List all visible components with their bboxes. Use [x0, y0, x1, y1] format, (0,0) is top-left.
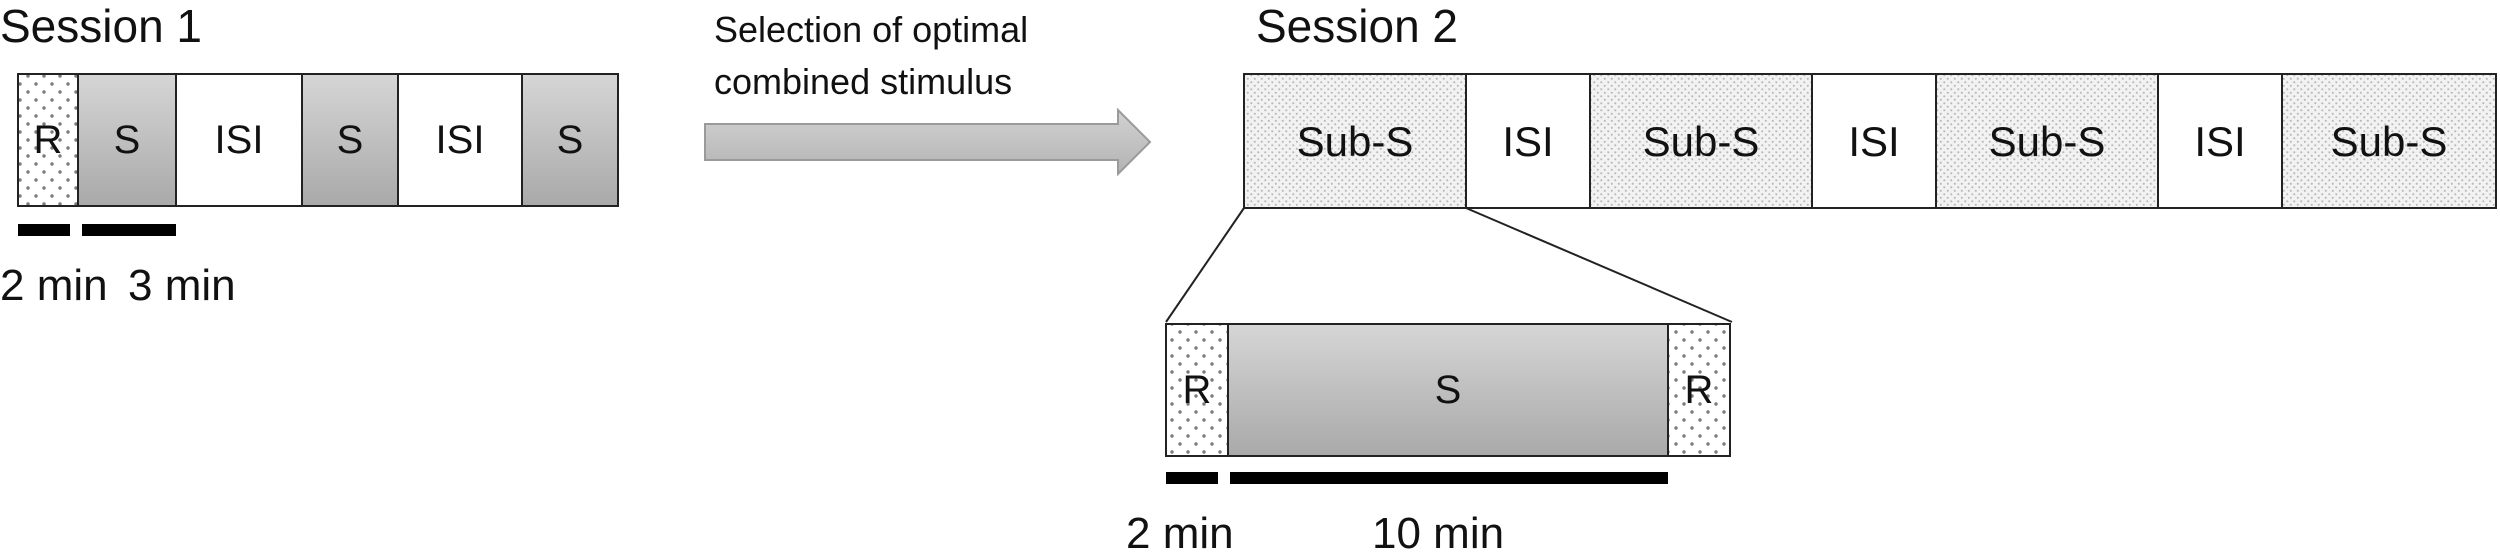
zoom-connector-right	[1465, 207, 1733, 323]
session1-block-stim: S	[521, 73, 619, 207]
arrow-caption-line2: combined stimulus	[714, 61, 1012, 102]
session2-block-sub: Sub-S	[1935, 73, 2159, 209]
detail-duration-rest: 2 min	[1126, 509, 1234, 552]
session1-duration-stim: 3 min	[128, 261, 236, 310]
session1-title: Session 1	[0, 0, 202, 52]
svg-text:ISI: ISI	[1848, 118, 1899, 165]
svg-text:Sub-S: Sub-S	[1643, 118, 1760, 165]
arrow-caption-line1: Selection of optimal	[714, 9, 1028, 50]
right-arrow-icon	[704, 107, 1152, 177]
zoom-connector-left	[1165, 207, 1245, 323]
svg-text:ISI: ISI	[436, 118, 485, 162]
session1-block-stim: S	[301, 73, 399, 207]
session2-block-sub: Sub-S	[2281, 73, 2497, 209]
sub-stimulus-detail: R S R 2 min 10 min	[1126, 323, 1731, 552]
detail-block-stim: S	[1227, 323, 1669, 457]
session1-duration-bar-stim	[82, 224, 176, 236]
session1-block-rest: R	[17, 73, 79, 207]
session2: Session 2 Sub-S ISI Sub-S ISI Sub-S ISI …	[1243, 0, 2497, 209]
session2-block-isi: ISI	[1811, 73, 1937, 209]
session2-title: Session 2	[1256, 0, 1458, 52]
detail-duration-stim: 10 min	[1372, 509, 1504, 552]
svg-text:S: S	[557, 118, 584, 162]
svg-text:S: S	[1435, 368, 1462, 412]
svg-text:S: S	[337, 118, 364, 162]
detail-duration-bar-rest	[1166, 472, 1218, 484]
selection-arrow: Selection of optimal combined stimulus	[704, 9, 1152, 177]
session1-block-stim: S	[77, 73, 177, 207]
session1-duration-bar-rest	[18, 224, 70, 236]
svg-text:ISI: ISI	[215, 118, 264, 162]
session1-duration-rest: 2 min	[0, 261, 108, 310]
session1: Session 1 R S ISI S ISI S 2 min 3 min	[0, 0, 619, 310]
detail-block-rest: R	[1667, 323, 1731, 457]
session2-block-sub: Sub-S	[1589, 73, 1813, 209]
session2-block-isi: ISI	[1465, 73, 1591, 209]
detail-duration-bar-stim	[1230, 472, 1668, 484]
svg-text:ISI: ISI	[2194, 118, 2245, 165]
svg-text:ISI: ISI	[1502, 118, 1553, 165]
svg-text:Sub-S: Sub-S	[2331, 118, 2448, 165]
svg-text:S: S	[114, 118, 141, 162]
detail-block-rest: R	[1165, 323, 1229, 457]
svg-text:R: R	[1685, 368, 1714, 412]
session1-block-isi: ISI	[175, 73, 303, 207]
svg-text:Sub-S: Sub-S	[1989, 118, 2106, 165]
session1-block-isi: ISI	[397, 73, 523, 207]
session2-block-isi: ISI	[2157, 73, 2283, 209]
session2-block-sub: Sub-S	[1243, 73, 1467, 209]
svg-text:Sub-S: Sub-S	[1297, 118, 1414, 165]
svg-text:R: R	[1183, 368, 1212, 412]
svg-text:R: R	[34, 118, 63, 162]
